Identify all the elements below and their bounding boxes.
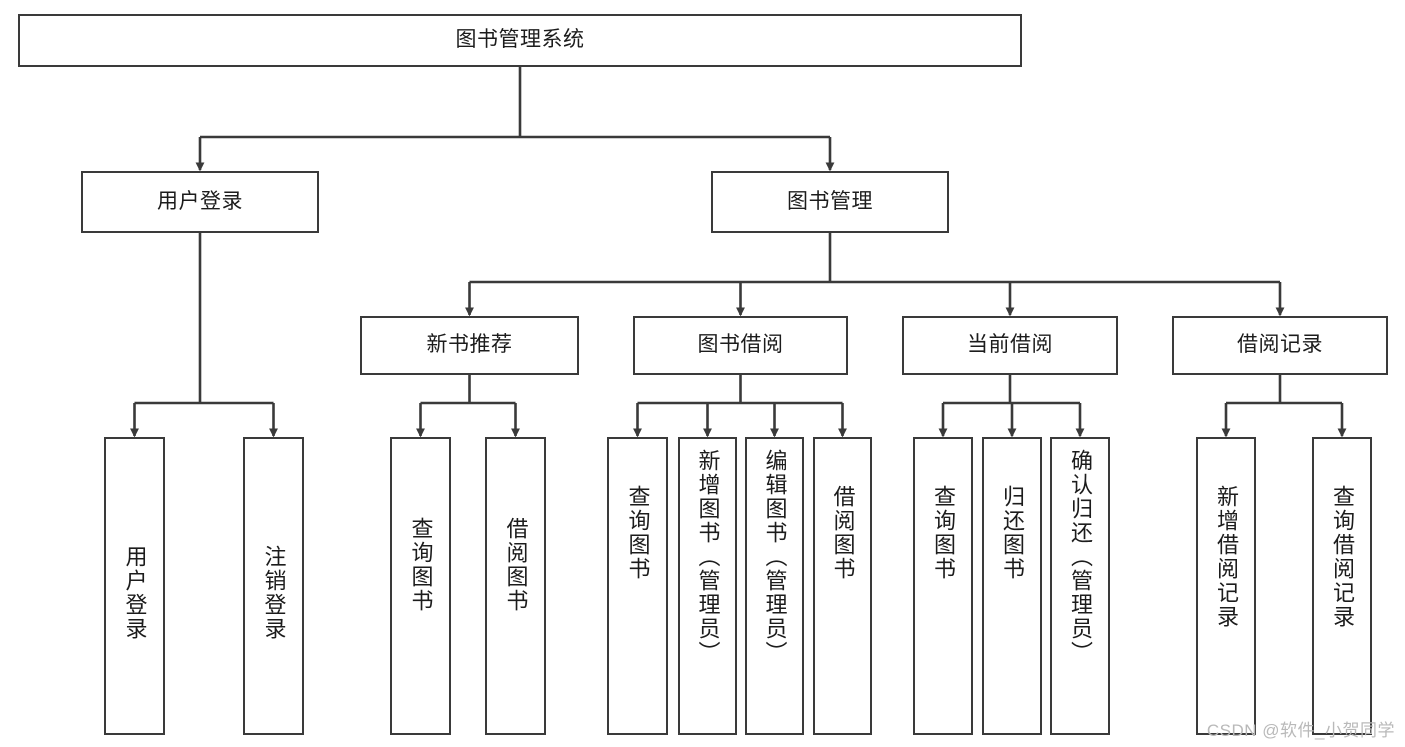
node-label: 新增图书（管理员）	[695, 449, 721, 665]
node-leaf-logout[interactable]: 注销登录	[243, 437, 304, 735]
node-borrow-record[interactable]: 借阅记录	[1172, 316, 1388, 375]
node-new-book-rec[interactable]: 新书推荐	[360, 316, 579, 375]
node-book-borrow[interactable]: 图书借阅	[633, 316, 848, 375]
node-leaf-return-book[interactable]: 归还图书	[982, 437, 1042, 735]
node-leaf-query-record[interactable]: 查询借阅记录	[1312, 437, 1372, 735]
node-label: 查询图书	[408, 517, 434, 613]
node-label: 当前借阅	[967, 333, 1053, 357]
node-leaf-borrow-book-a[interactable]: 借阅图书	[485, 437, 546, 735]
node-label: 借阅记录	[1237, 333, 1323, 357]
node-label: 编辑图书（管理员）	[762, 449, 788, 665]
node-label: 用户登录	[122, 545, 148, 641]
node-label: 图书借阅	[697, 333, 784, 357]
node-label: 借阅图书	[830, 485, 856, 581]
node-label: 借阅图书	[503, 517, 529, 613]
node-label: 查询借阅记录	[1330, 485, 1355, 629]
node-label: 新增借阅记录	[1214, 485, 1239, 629]
node-label: 注销登录	[261, 545, 287, 641]
node-label: 归还图书	[1000, 485, 1025, 581]
node-leaf-user-login[interactable]: 用户登录	[104, 437, 165, 735]
node-label: 确认归还（管理员）	[1068, 449, 1093, 665]
node-leaf-query-book-c[interactable]: 查询图书	[913, 437, 973, 735]
node-label: 图书管理	[787, 189, 873, 213]
node-label: 查询图书	[931, 485, 956, 581]
watermark: CSDN @软件_小贺同学	[1206, 721, 1395, 740]
node-leaf-add-book[interactable]: 新增图书（管理员）	[678, 437, 737, 735]
node-leaf-edit-book[interactable]: 编辑图书（管理员）	[745, 437, 804, 735]
node-book-mgmt[interactable]: 图书管理	[711, 171, 949, 233]
node-leaf-borrow-book-b[interactable]: 借阅图书	[813, 437, 872, 735]
node-label: 新书推荐	[426, 333, 513, 357]
node-root[interactable]: 图书管理系统	[18, 14, 1022, 67]
node-leaf-add-record[interactable]: 新增借阅记录	[1196, 437, 1256, 735]
node-user-login[interactable]: 用户登录	[81, 171, 319, 233]
node-label: 图书管理系统	[455, 28, 585, 52]
node-label: 查询图书	[625, 485, 651, 581]
node-label: 用户登录	[157, 189, 243, 213]
node-current-borrow[interactable]: 当前借阅	[902, 316, 1118, 375]
node-leaf-query-book-a[interactable]: 查询图书	[390, 437, 451, 735]
node-leaf-query-book-b[interactable]: 查询图书	[607, 437, 668, 735]
node-leaf-confirm-ret[interactable]: 确认归还（管理员）	[1050, 437, 1110, 735]
edge-paths	[130, 67, 1347, 438]
